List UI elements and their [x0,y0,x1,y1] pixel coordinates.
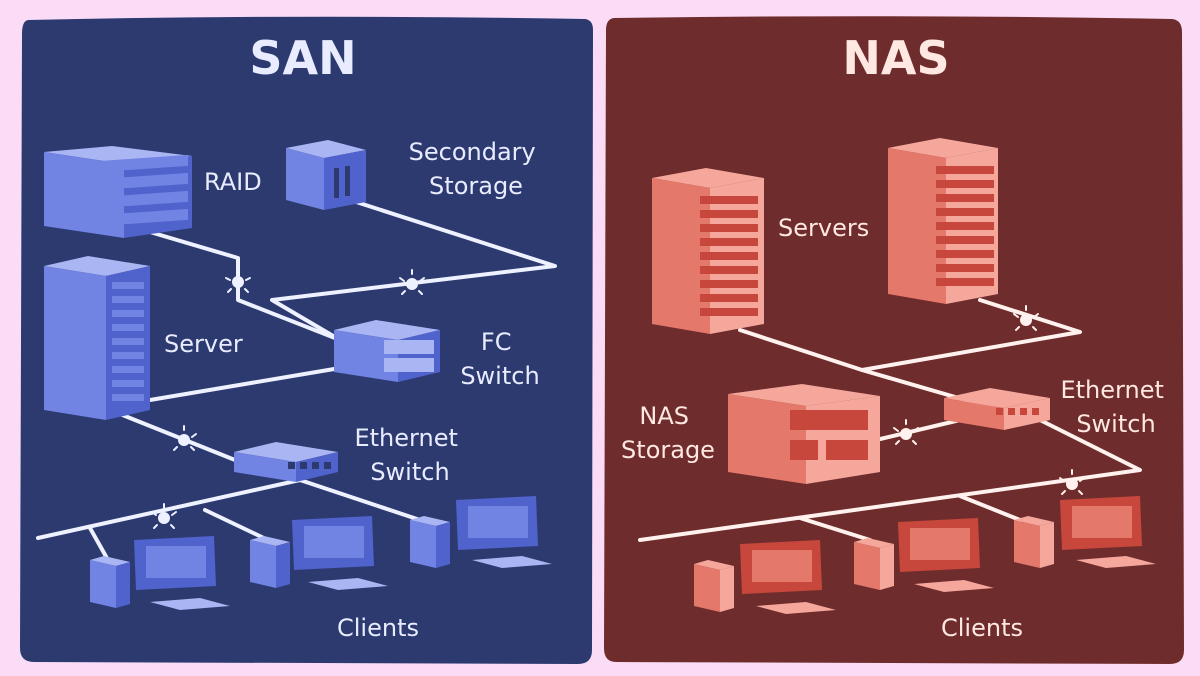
san-cable-bus-client3 [298,478,422,522]
nas-cable-storage-switch [874,418,962,442]
san-ethernet-switch-label: Ethernet Switch [354,424,465,486]
signal-node [225,267,251,293]
nas-cable-bus-client3 [958,494,1022,522]
raid-label: RAID [204,168,262,196]
fc-switch-icon [334,320,440,382]
signal-node [1013,305,1039,331]
nas-cable-server1 [738,328,864,372]
san-ethernet-switch-label-line1: Ethernet [354,424,457,452]
nas-cable-switch-bus [638,418,1142,542]
san-cable-client1 [88,526,110,562]
fc-switch-label-line2: Switch [460,362,539,390]
nas-client-computer [1014,496,1156,568]
san-signal-nodes [151,267,425,529]
san-ethernet-switch-icon [234,442,338,482]
nas-server-icon [652,168,764,334]
fc-switch-label: FC Switch [460,328,539,390]
nas-client-computer [694,540,836,614]
server-label: Server [164,330,243,358]
nas-storage-icon [728,384,880,484]
nas-client-computer [854,518,994,592]
nas-servers-label: Servers [778,214,869,242]
signal-node [893,419,919,445]
raid-icon [44,146,192,238]
san-clients-label: Clients [337,614,419,642]
fc-switch-label-line1: FC [481,328,512,356]
signal-node [399,269,425,295]
san-client-computer [90,536,230,610]
san-client-computer [410,496,552,568]
secondary-storage-label-line2: Storage [429,172,523,200]
san-title: SAN [249,31,356,85]
nas-server-icon [888,138,998,304]
san-panel: SAN [20,16,593,664]
nas-ethernet-switch-label: Ethernet Switch [1060,376,1171,438]
san-cable-bus-client2 [203,508,270,542]
server-icon [44,256,150,420]
san-cable-server-fc [148,366,342,402]
nas-clients-label: Clients [941,614,1023,642]
san-client-computer [250,516,388,590]
nas-ethernet-switch-label-line2: Switch [1076,410,1155,438]
nas-ethernet-switch-label-line1: Ethernet [1060,376,1163,404]
signal-node [151,503,177,529]
nas-cable-bus-client2 [798,516,872,542]
nas-storage-label-line2: Storage [621,436,715,464]
nas-signal-nodes [893,305,1085,495]
signal-node [1059,469,1085,495]
nas-panel: NAS [604,16,1184,664]
secondary-storage-label: Secondary Storage [409,138,544,200]
nas-ethernet-switch-icon [944,388,1050,430]
secondary-storage-label-line1: Secondary [409,138,536,166]
nas-title: NAS [842,31,949,85]
san-cable-ethernet-bus [36,478,302,540]
signal-node [171,425,197,451]
nas-storage-label: NAS Storage [621,402,715,464]
secondary-storage-icon [286,140,366,210]
san-ethernet-switch-label-line2: Switch [370,458,449,486]
nas-storage-label-line1: NAS [639,402,689,430]
